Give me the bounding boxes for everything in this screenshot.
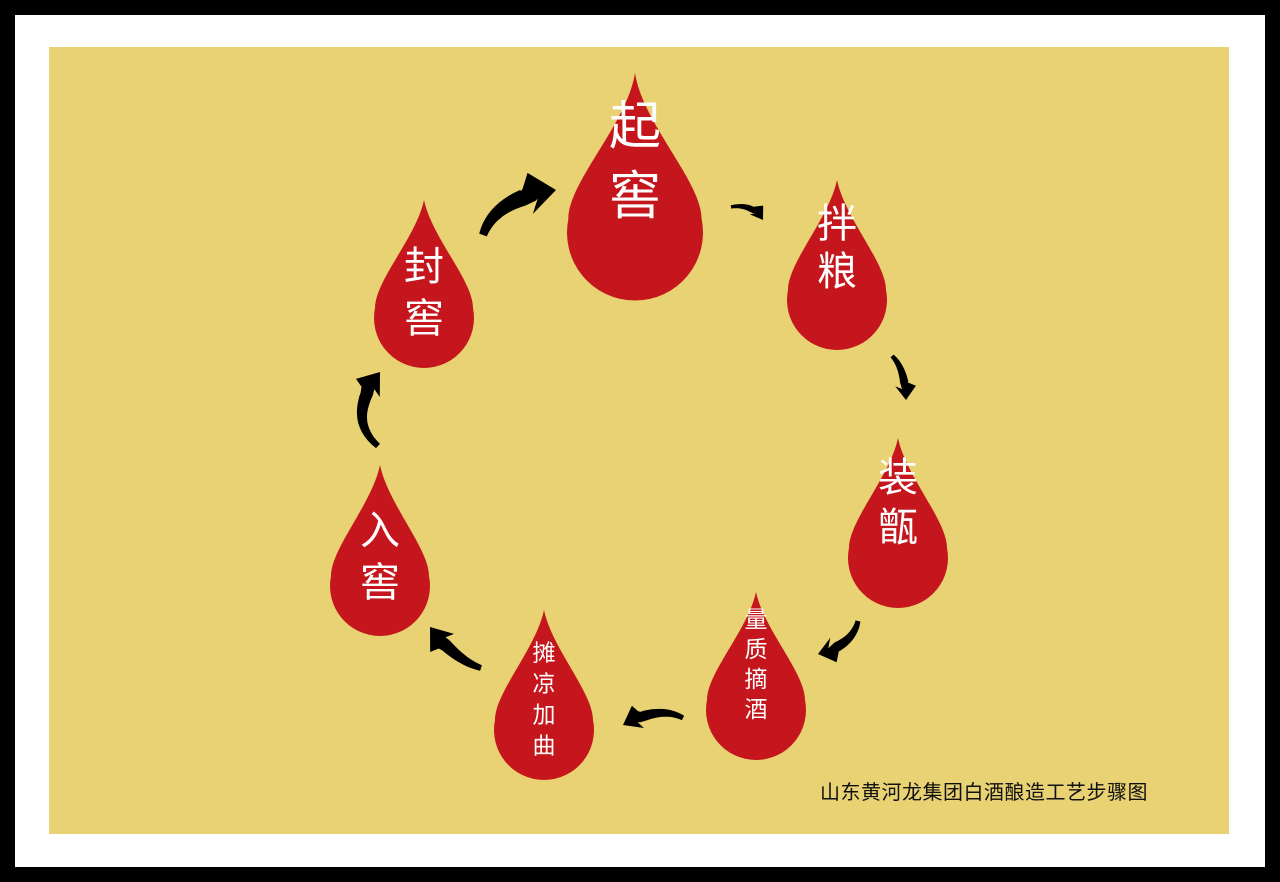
step-label-char: 窖 [404,296,444,342]
step-label-char: 装 [878,455,918,501]
cycle-arrow [479,172,556,237]
step-label-char: 曲 [533,734,556,760]
drop-shape [567,73,704,301]
drop-shape [494,610,594,780]
step-label-char: 粮 [817,249,857,295]
step-drop-fengjiao: 封窖 [374,200,474,368]
cycle-arrow [890,354,916,400]
step-label-char: 摘 [745,667,768,693]
drop-shape [706,592,806,760]
drop-shape [787,180,887,350]
step-drop-zhuangzeng: 装甑 [847,438,948,608]
step-label-char: 凉 [533,672,556,698]
step-label-char: 拌 [817,201,857,247]
step-label-char: 酒 [745,697,768,723]
step-label-char: 封 [404,244,444,290]
cycle-arrow [818,620,861,663]
drop-shape [847,438,948,608]
cycle-arrow [623,705,685,728]
step-label-char: 质 [745,637,768,663]
drop-shape [374,200,474,368]
step-label-char: 窖 [609,167,661,227]
step-label-char: 摊 [533,641,556,667]
step-label-char: 起 [609,97,661,157]
drop-shape [330,465,430,636]
step-label-char: 加 [533,703,556,729]
step-drop-rujiao: 入窖 [330,465,430,636]
step-drop-qijiao: 起窖 [567,73,704,301]
step-label-char: 甑 [878,505,918,551]
cycle-arrow [356,372,380,449]
step-label-char: 窖 [360,560,400,606]
step-label-char: 入 [360,508,400,554]
diagram-caption: 山东黄河龙集团白酒酿造工艺步骤图 [820,780,1148,804]
cycle-arrow [430,627,482,671]
step-drop-banliang: 拌粮 [787,180,887,350]
cycle-arrow [730,204,764,220]
step-label-char: 量 [745,607,768,633]
